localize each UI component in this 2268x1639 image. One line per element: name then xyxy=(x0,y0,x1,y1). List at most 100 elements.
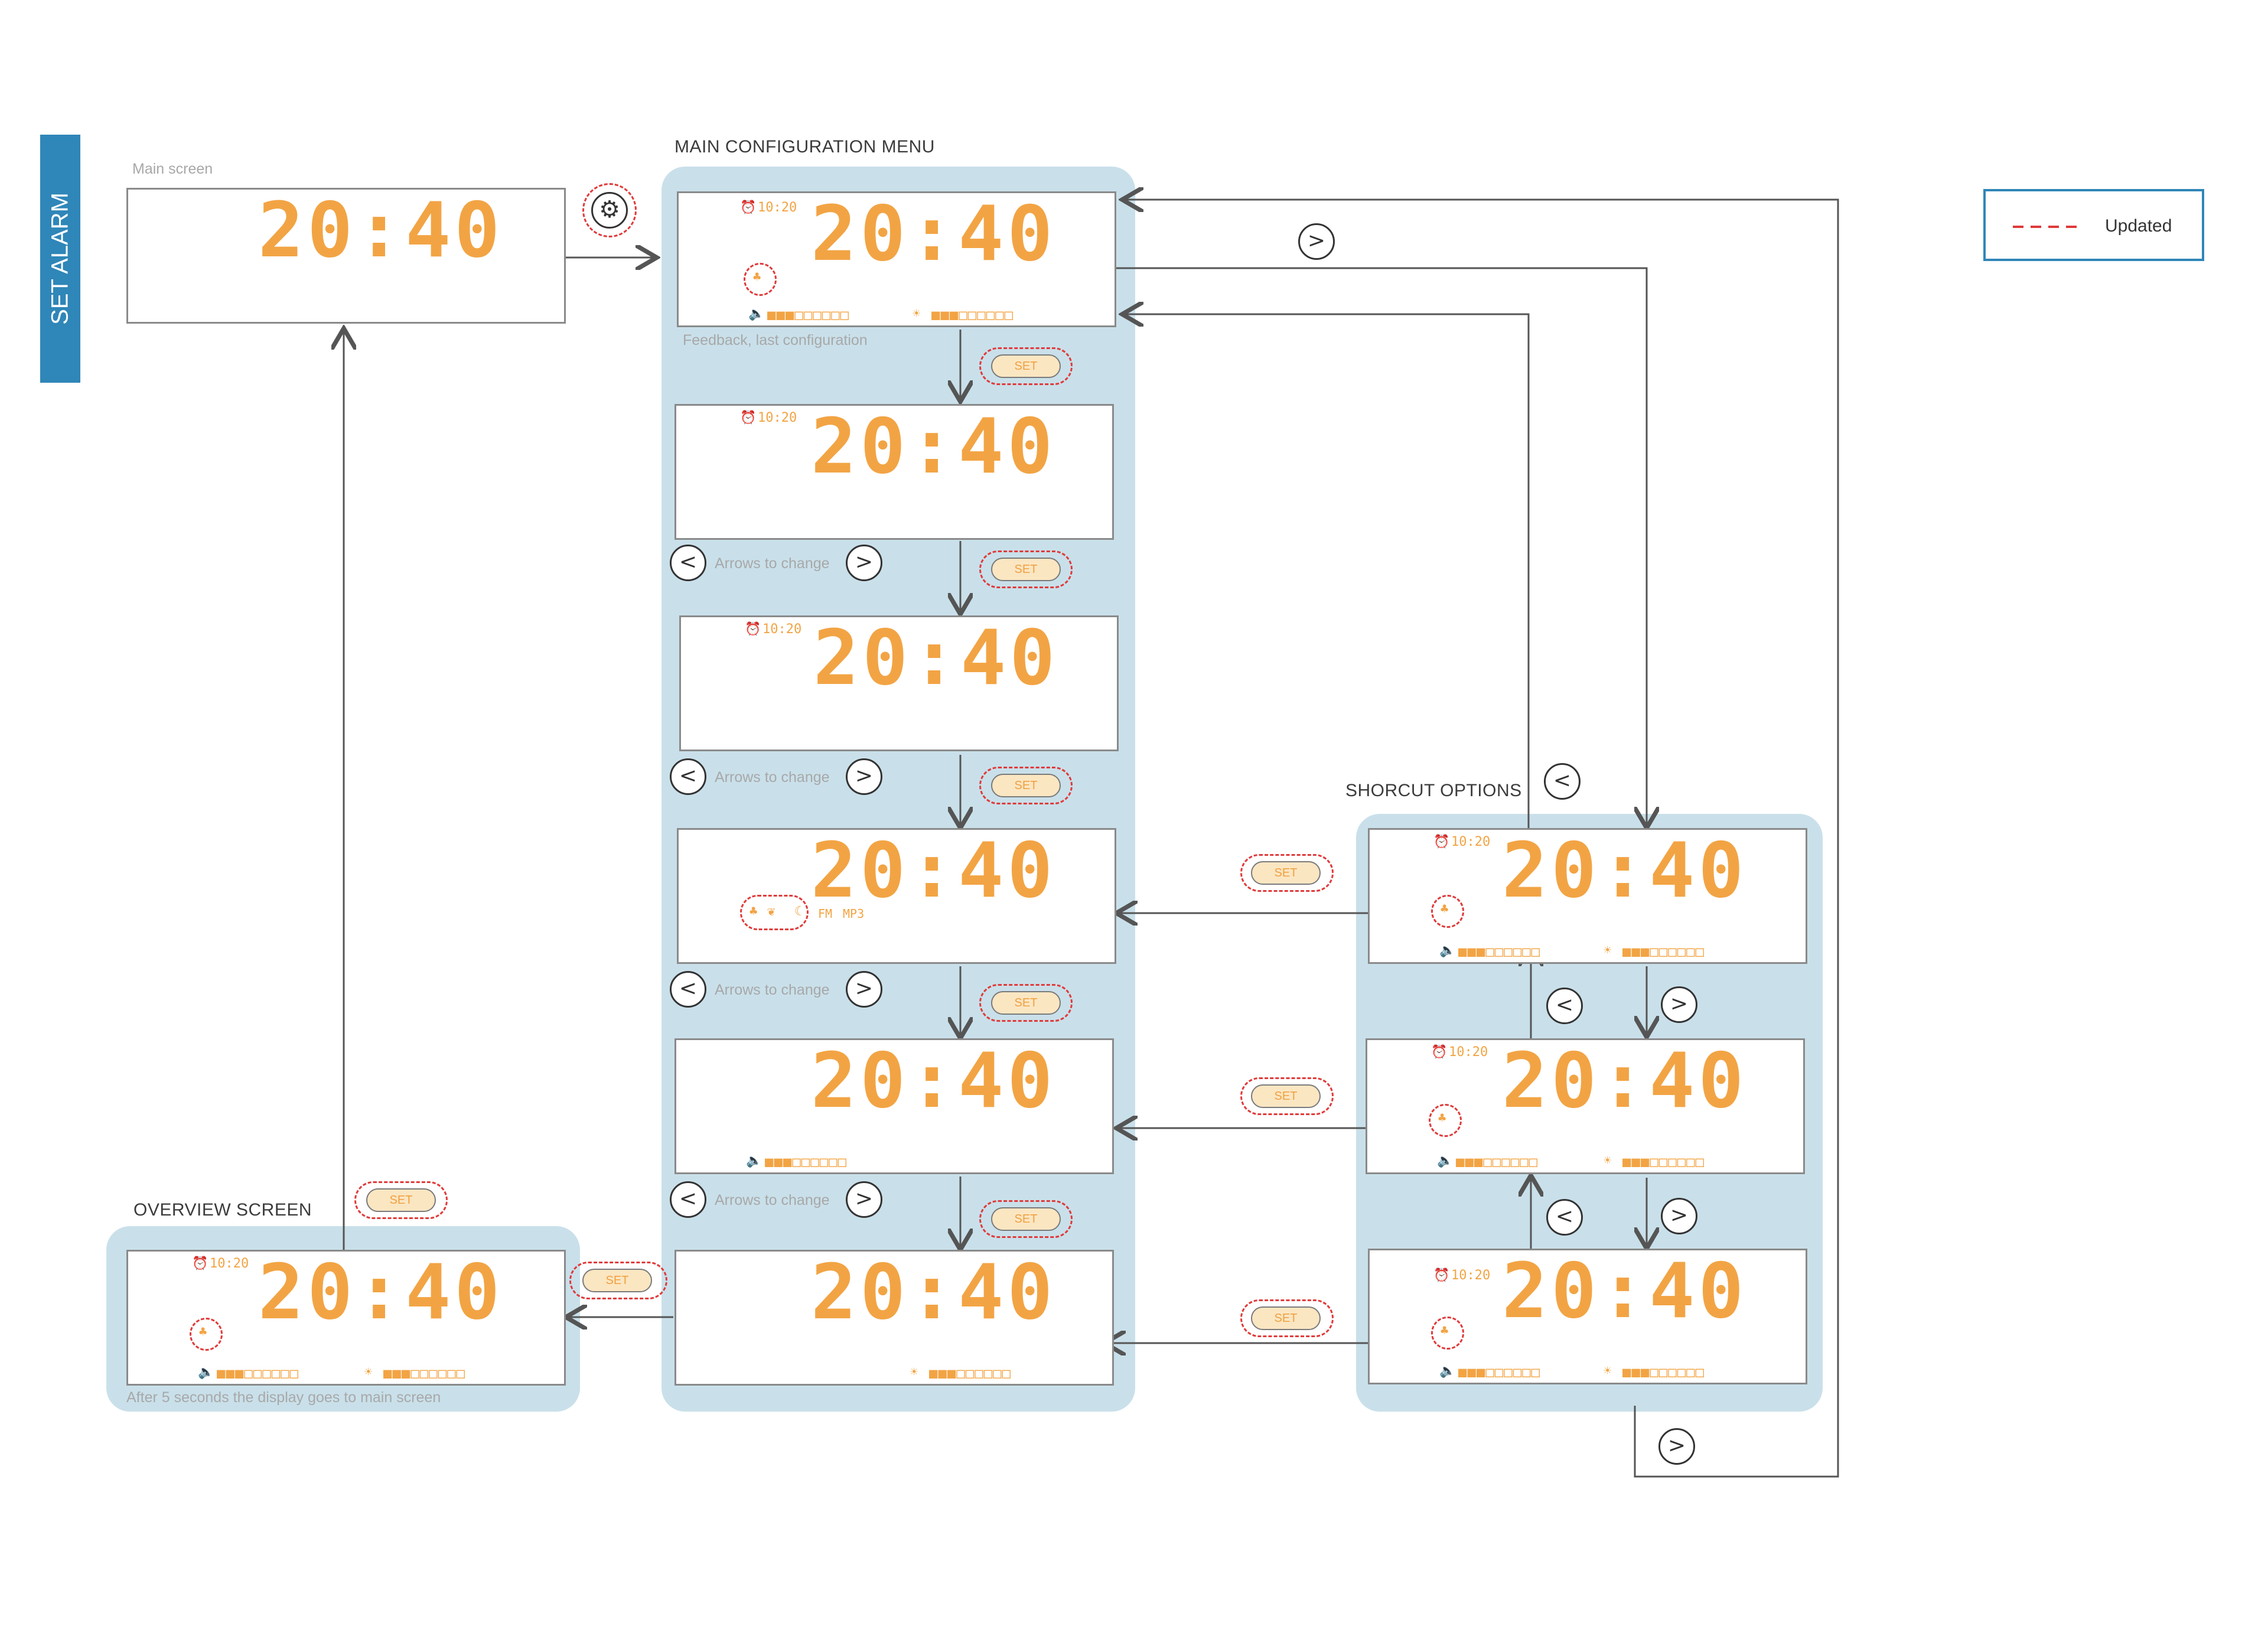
tree-icon: ♣ xyxy=(750,904,758,919)
alarm-icon: ⏰ xyxy=(1433,835,1450,849)
left-arrow-button[interactable]: < xyxy=(670,971,706,1008)
alarm-time-label: 10:20 xyxy=(210,1256,249,1271)
left-arrow-button[interactable]: < xyxy=(670,758,706,795)
time-display: 20:40 xyxy=(811,190,1057,278)
updated-highlight xyxy=(979,1200,1073,1238)
updated-highlight xyxy=(740,895,809,930)
legend-label: Updated xyxy=(2105,216,2172,236)
menu-screen-alarm-sound: 20:40 ♣ ❦ ☾ FM MP3 xyxy=(677,828,1116,964)
set-button[interactable]: SET xyxy=(991,558,1061,581)
set-button[interactable]: SET xyxy=(991,991,1061,1015)
tree-icon: ♣ xyxy=(753,270,761,285)
sun-icon: ☀ xyxy=(364,1365,373,1380)
left-arrow-button[interactable]: < xyxy=(1544,763,1581,800)
updated-highlight xyxy=(1431,895,1464,928)
time-display: 20:40 xyxy=(811,827,1057,915)
volume-bar: ■■■□□□□□□ xyxy=(1456,1154,1539,1170)
time-display: 20:40 xyxy=(258,187,504,275)
overview-caption: After 5 seconds the display goes to main… xyxy=(126,1389,441,1406)
alarm-time-label: 10:20 xyxy=(1451,1268,1491,1283)
updated-highlight xyxy=(1431,1317,1464,1350)
brightness-bar: ■■■□□□□□□ xyxy=(929,1365,1012,1381)
right-arrow-button[interactable]: > xyxy=(1661,986,1697,1023)
volume-bar: ■■■□□□□□□ xyxy=(765,1154,848,1170)
dashed-line-legend-swatch xyxy=(2013,226,2084,228)
time-display: 20:40 xyxy=(258,1249,504,1337)
updated-highlight xyxy=(1240,1077,1334,1115)
bird-icon: ❦ xyxy=(767,904,775,919)
alarm-icon: ⏰ xyxy=(745,622,761,637)
set-alarm-title-bar: SET ALARM xyxy=(40,135,80,383)
alarm-icon: ⏰ xyxy=(740,410,757,425)
right-arrow-button[interactable]: > xyxy=(846,971,882,1008)
main-menu-header: MAIN CONFIGURATION MENU xyxy=(674,137,935,157)
brightness-bar: ■■■□□□□□□ xyxy=(1622,1154,1705,1170)
shortcut-screen-brightness: ⏰ 10:20 20:40 ♣ 🔈 ■■■□□□□□□ ☀ ■■■□□□□□□ xyxy=(1368,1249,1807,1384)
volume-bar: ■■■□□□□□□ xyxy=(1458,1364,1541,1380)
shortcut-screen-volume: ⏰ 10:20 20:40 ♣ 🔈 ■■■□□□□□□ ☀ ■■■□□□□□□ xyxy=(1366,1038,1805,1174)
sun-icon: ☀ xyxy=(1604,1154,1612,1168)
alarm-time-label: 10:20 xyxy=(1451,835,1491,849)
menu-screen-brightness: 20:40 ☀ ■■■□□□□□□ xyxy=(674,1250,1114,1386)
speaker-icon: 🔈 xyxy=(1439,943,1456,958)
legend: Updated xyxy=(1983,189,2204,261)
arrows-caption: Arrows to change xyxy=(715,1192,830,1208)
right-arrow-button[interactable]: > xyxy=(846,758,882,795)
set-button[interactable]: SET xyxy=(366,1188,436,1212)
tree-icon: ♣ xyxy=(199,1325,207,1340)
alarm-icon: ⏰ xyxy=(1433,1268,1450,1283)
set-button[interactable]: SET xyxy=(991,1207,1061,1231)
fm-label: FM xyxy=(818,907,833,921)
time-display: 20:40 xyxy=(811,1037,1057,1125)
tree-icon: ♣ xyxy=(1441,902,1449,917)
brightness-bar: ■■■□□□□□□ xyxy=(1622,1364,1705,1380)
set-button[interactable]: SET xyxy=(582,1269,652,1292)
arrows-caption: Arrows to change xyxy=(715,555,830,572)
set-button[interactable]: SET xyxy=(1251,1084,1321,1108)
alarm-time-label: 10:20 xyxy=(762,622,802,637)
updated-highlight xyxy=(569,1262,667,1299)
gear-icon[interactable]: ⚙ xyxy=(591,192,628,229)
time-display: 20:40 xyxy=(1502,827,1748,915)
updated-highlight xyxy=(1429,1104,1462,1137)
speaker-icon: 🔈 xyxy=(198,1365,214,1380)
updated-highlight xyxy=(979,767,1073,804)
right-arrow-button[interactable]: > xyxy=(1298,223,1335,260)
tree-icon: ♣ xyxy=(1438,1111,1446,1126)
alarm-icon: ⏰ xyxy=(1431,1045,1448,1060)
speaker-icon: 🔈 xyxy=(1437,1154,1454,1168)
menu-screen-feedback: ⏰ 10:20 20:40 ♣ 🔈 ■■■□□□□□□ ☀ ■■■□□□□□□ xyxy=(677,191,1116,327)
mp3-label: MP3 xyxy=(843,907,865,921)
sun-icon: ☀ xyxy=(910,1365,918,1380)
updated-highlight xyxy=(1240,1299,1334,1337)
time-display: 20:40 xyxy=(813,614,1059,702)
updated-highlight xyxy=(1240,854,1334,892)
speaker-icon: 🔈 xyxy=(1439,1364,1456,1379)
left-arrow-button[interactable]: < xyxy=(1546,1199,1583,1236)
menu-screen-alarm-minute: ⏰ 10:20 20:40 xyxy=(679,615,1119,751)
set-button[interactable]: SET xyxy=(1251,1306,1321,1330)
arrows-caption: Arrows to change xyxy=(715,769,830,786)
right-arrow-button[interactable]: > xyxy=(846,1181,882,1218)
overview-screen-display: ⏰ 10:20 20:40 ♣ 🔈 ■■■□□□□□□ ☀ ■■■□□□□□□ xyxy=(126,1250,566,1386)
set-button[interactable]: SET xyxy=(1251,861,1321,885)
alarm-time-label: 10:20 xyxy=(758,200,797,215)
alarm-icon: ⏰ xyxy=(740,200,757,215)
right-arrow-button[interactable]: > xyxy=(1661,1198,1697,1234)
right-arrow-button[interactable]: > xyxy=(846,545,882,581)
left-arrow-button[interactable]: < xyxy=(670,1181,706,1218)
left-arrow-button[interactable]: < xyxy=(1546,988,1583,1024)
updated-highlight xyxy=(744,263,777,296)
main-screen-caption: Main screen xyxy=(132,161,213,177)
set-button[interactable]: SET xyxy=(991,354,1061,378)
time-display: 20:40 xyxy=(1502,1247,1748,1335)
updated-highlight xyxy=(979,984,1073,1022)
volume-bar: ■■■□□□□□□ xyxy=(1458,943,1541,960)
arrows-caption: Arrows to change xyxy=(715,982,830,998)
right-arrow-button[interactable]: > xyxy=(1658,1428,1695,1465)
time-display: 20:40 xyxy=(811,403,1057,491)
set-button[interactable]: SET xyxy=(991,774,1061,797)
overview-header: OVERVIEW SCREEN xyxy=(133,1200,312,1220)
left-arrow-button[interactable]: < xyxy=(670,545,706,581)
